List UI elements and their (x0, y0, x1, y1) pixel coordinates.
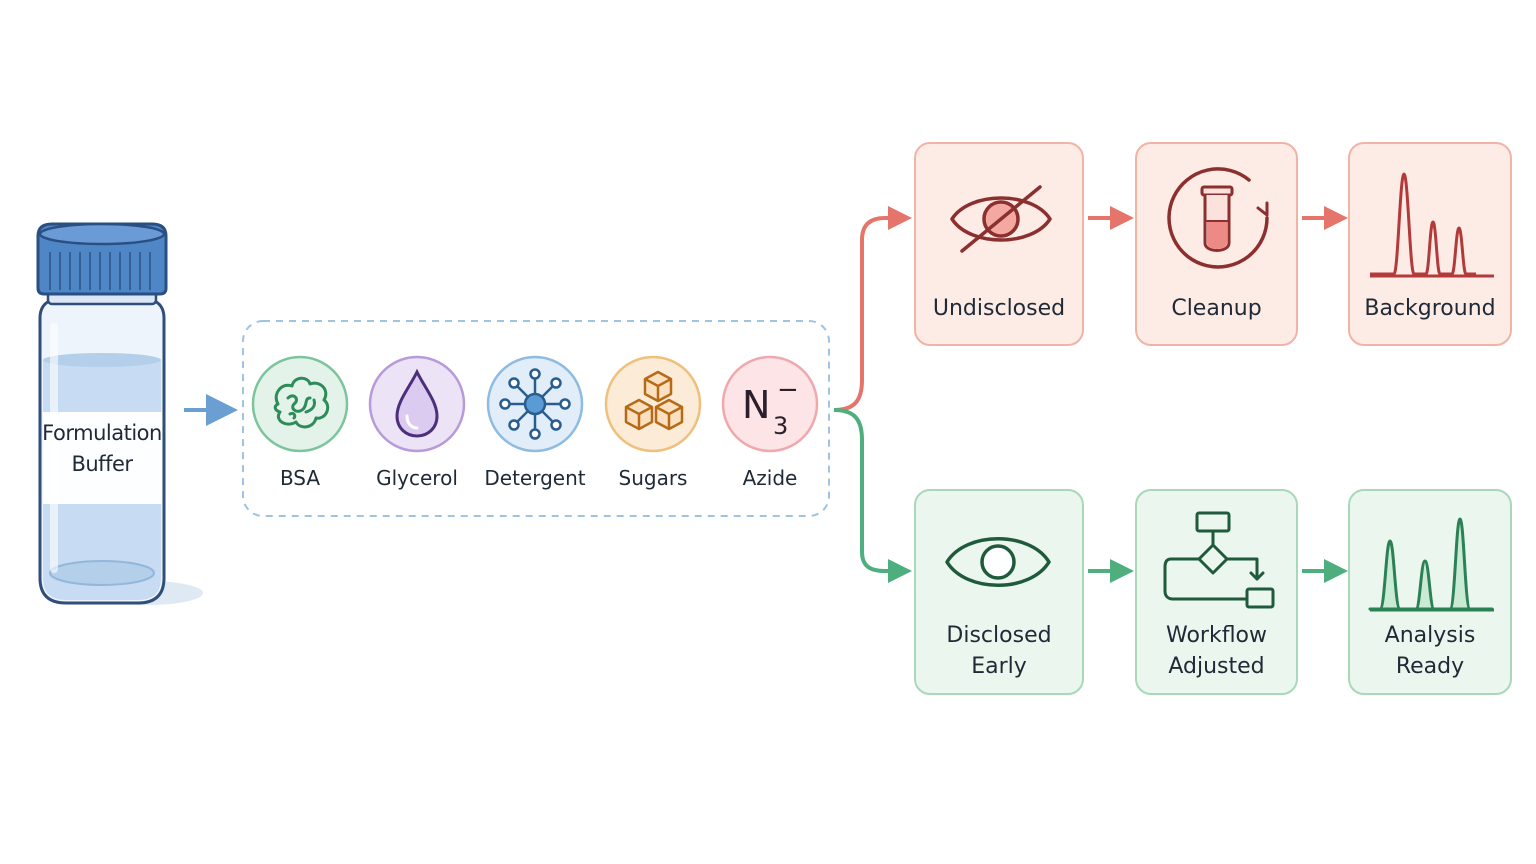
step-label-workflow-line1: Workflow (1165, 623, 1268, 648)
step-card-background: Background (1348, 142, 1512, 346)
step-label-workflow-adjusted: Workflow Adjusted (1137, 620, 1296, 682)
branch-disclosed (833, 408, 912, 583)
vial-label-line2: Buffer (71, 452, 133, 476)
protein-icon (251, 355, 349, 453)
molecule-icon (486, 355, 584, 453)
azide-formula-subscript: 3 (773, 412, 788, 440)
ingredient-label-azide: Azide (742, 466, 798, 490)
vial-label-line1: Formulation (42, 421, 162, 445)
step-label-disclosed-line1: Disclosed (946, 623, 1052, 648)
step-label-cleanup-line1: Cleanup (1171, 296, 1262, 321)
step-card-cleanup: Cleanup (1135, 142, 1298, 346)
test-tube-cycle-icon (1167, 167, 1269, 269)
step-label-disclosed-early: Disclosed Early (916, 620, 1082, 682)
step-label-background-line1: Background (1364, 296, 1496, 321)
azide-formula-symbol: N (742, 383, 770, 427)
step-label-cleanup: Cleanup (1137, 293, 1296, 324)
eye-icon (945, 537, 1051, 587)
step-card-undisclosed: Undisclosed (914, 142, 1084, 346)
step-card-analysis-ready: Analysis Ready (1348, 489, 1512, 695)
flowchart-icon (1163, 511, 1275, 609)
step-label-analysis-line2: Ready (1395, 654, 1465, 679)
eye-slash-icon (950, 185, 1052, 253)
noisy-peaks-icon (1370, 172, 1494, 278)
step-label-analysis-line1: Analysis (1384, 623, 1476, 648)
cubes-icon (604, 355, 702, 453)
vial-label: Formulation Buffer (42, 418, 162, 480)
step-card-workflow-adjusted: Workflow Adjusted (1135, 489, 1298, 695)
branch-undisclosed (833, 206, 912, 412)
clean-peaks-icon (1368, 517, 1494, 612)
step-label-disclosed-line2: Early (971, 654, 1027, 679)
vial-icon (36, 222, 203, 605)
azide-formula-charge: − (777, 375, 799, 405)
droplet-icon (368, 355, 466, 453)
step-label-background: Background (1350, 293, 1510, 324)
ingredient-label-sugars: Sugars (618, 466, 688, 490)
step-label-analysis-ready: Analysis Ready (1350, 620, 1510, 682)
step-label-workflow-line2: Adjusted (1168, 654, 1265, 679)
ingredient-label-detergent: Detergent (484, 466, 586, 490)
ingredients-container (242, 320, 830, 517)
ingredient-label-glycerol: Glycerol (376, 466, 458, 490)
step-card-disclosed-early: Disclosed Early (914, 489, 1084, 695)
azide-formula-icon: N 3 − (721, 355, 819, 453)
step-label-undisclosed: Undisclosed (916, 293, 1082, 324)
step-label-undisclosed-line1: Undisclosed (932, 296, 1066, 321)
ingredient-label-bsa: BSA (279, 466, 321, 490)
